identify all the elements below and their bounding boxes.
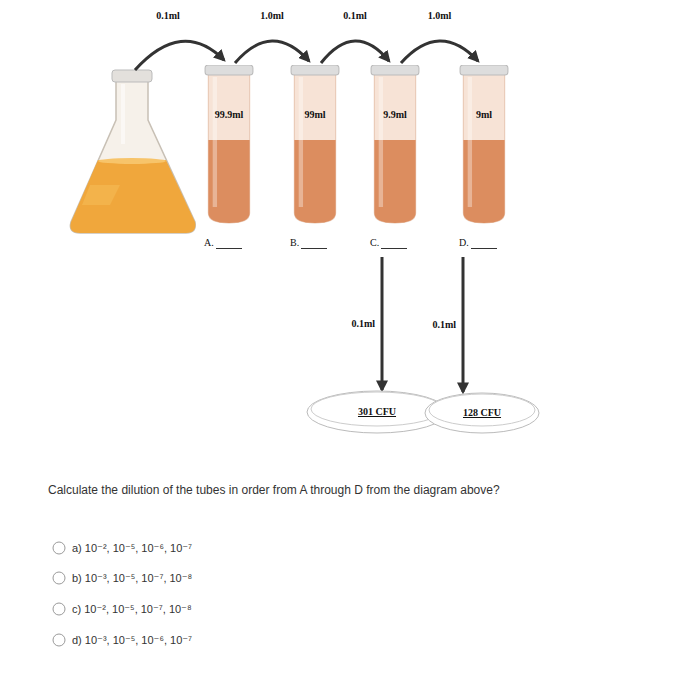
test-tube-glass — [204, 65, 254, 225]
tube-letter-text: A. — [204, 237, 214, 249]
volume-label: 0.1ml — [156, 10, 180, 22]
colony-count: 128 CFU — [461, 407, 503, 419]
tube-volume: 9.9ml — [370, 109, 420, 121]
answer-blank — [216, 239, 242, 249]
tube-letter-text: B. — [290, 237, 299, 249]
test-tube: 99.9mlA. — [204, 65, 254, 255]
tube-volume: 99.9ml — [204, 109, 254, 121]
answer-blank — [301, 239, 327, 249]
transfer-arrow — [401, 41, 478, 63]
tube-letter: D. — [459, 237, 497, 249]
tube-letter: C. — [370, 237, 407, 249]
answer-option: c) 10⁻², 10⁻⁵, 10⁻⁷, 10⁻⁸ — [72, 602, 192, 616]
tube-volume: 99ml — [290, 109, 340, 121]
tube-letter: A. — [204, 237, 242, 249]
answer-blank — [381, 239, 407, 249]
answer-option: a) 10⁻², 10⁻⁵, 10⁻⁶, 10⁻⁷ — [72, 541, 192, 555]
radio-buttons — [53, 542, 65, 646]
tube-letter-text: C. — [370, 237, 379, 249]
answer-blank — [471, 239, 497, 249]
test-tube: 99mlB. — [290, 65, 340, 255]
colony-count: 301 CFU — [356, 406, 398, 418]
tube-letter: B. — [290, 237, 327, 249]
volume-label: 1.0ml — [259, 10, 285, 22]
tube-volume: 9ml — [459, 109, 509, 121]
test-tube: 9.9mlC. — [370, 65, 420, 255]
transfer-arrow — [381, 257, 384, 390]
transfer-arrow — [235, 41, 309, 63]
tube-letter-text: D. — [459, 237, 469, 249]
transfer-arrow — [321, 41, 389, 63]
test-tube-glass — [290, 65, 340, 225]
test-tube-glass — [370, 65, 420, 225]
petri-plate: 128 CFU — [424, 390, 540, 434]
volume-label: 1.0ml — [427, 10, 453, 22]
question-text: Calculate the dilution of the tubes in o… — [48, 483, 526, 498]
flask — [70, 70, 195, 233]
volume-label: 0.1ml — [431, 319, 457, 331]
volume-label: 0.1ml — [342, 10, 368, 22]
transfer-arrow — [462, 257, 465, 392]
answer-option: b) 10⁻³, 10⁻⁵, 10⁻⁷, 10⁻⁸ — [72, 571, 192, 585]
volume-label: 0.1ml — [350, 318, 376, 330]
test-tube-glass — [459, 65, 509, 225]
answer-option: d) 10⁻³, 10⁻⁵, 10⁻⁶, 10⁻⁷ — [72, 633, 192, 647]
test-tube: 9mlD. — [459, 65, 509, 255]
